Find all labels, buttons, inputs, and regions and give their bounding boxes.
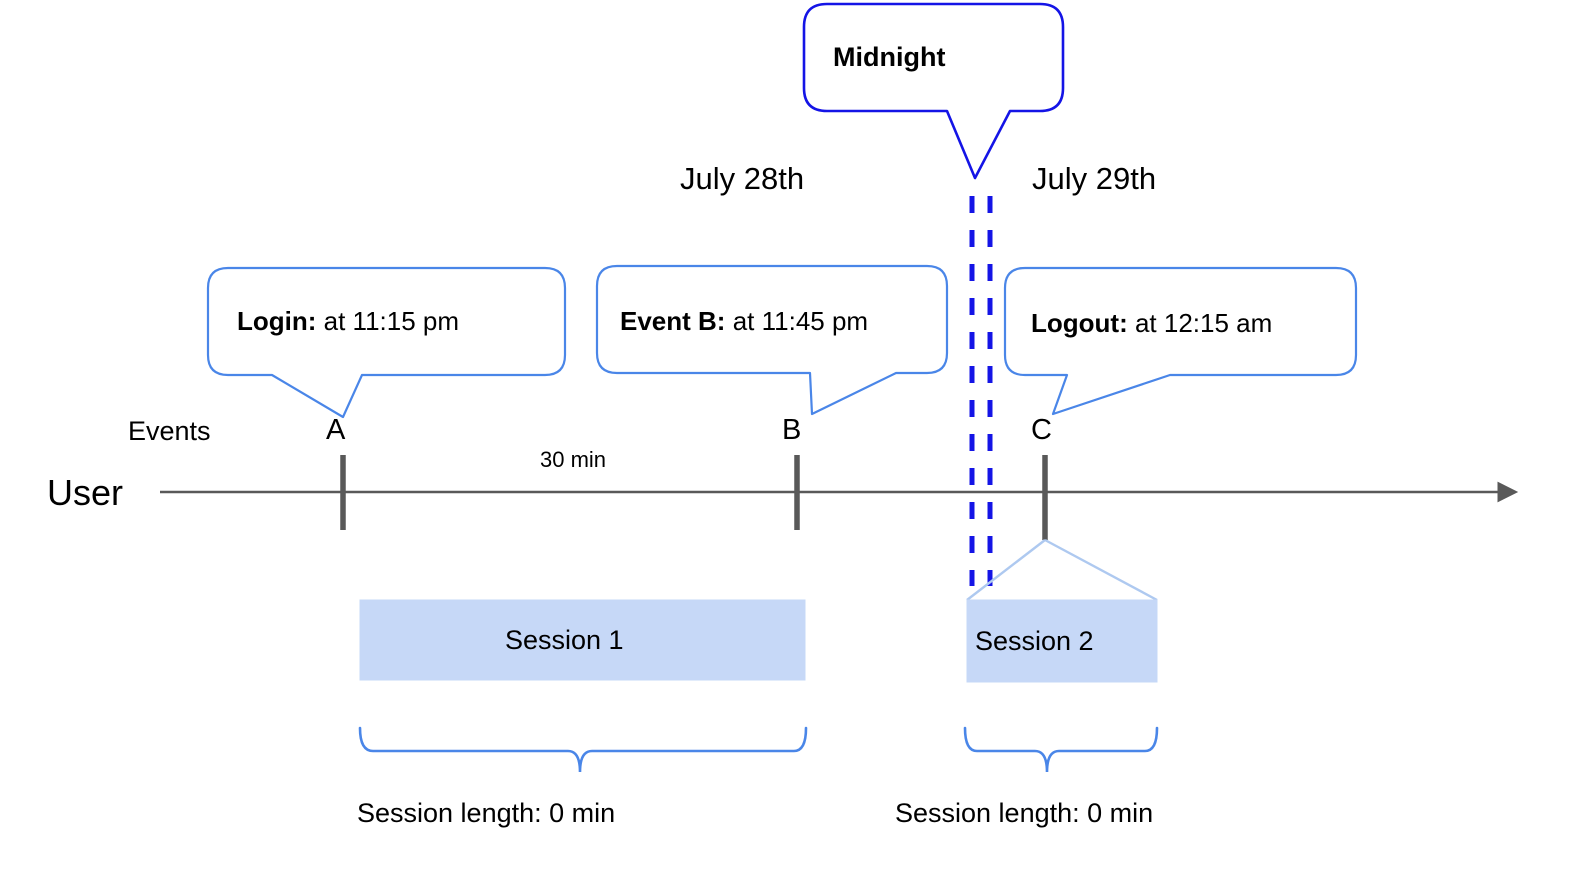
event-tick-marks: [340, 455, 1048, 540]
session-2-box: [966, 599, 1158, 683]
tick-label-b: B: [782, 414, 802, 446]
login-callout-strong: Login:: [237, 306, 317, 336]
login-callout-shape: [206, 266, 567, 419]
login-callout-text: Login: at 11:15 pm: [237, 308, 459, 334]
event-b-callout-shape: [595, 264, 949, 416]
midnight-callout-shape: [802, 2, 1065, 180]
logout-callout-shape: [1003, 266, 1358, 416]
user-row-label: User: [47, 472, 124, 513]
session-1-box: [359, 599, 806, 681]
day-label-left: July 28th: [680, 161, 805, 196]
day-label-right: July 29th: [1032, 161, 1157, 196]
midnight-dashed-lines: [969, 196, 993, 586]
midnight-callout-label: Midnight: [833, 42, 946, 72]
event-b-callout-strong: Event B:: [620, 306, 726, 336]
session-1-label: Session 1: [505, 625, 624, 655]
event-b-callout-text: Event B: at 11:45 pm: [620, 308, 868, 334]
event-b-callout-rest: at 11:45 pm: [725, 306, 869, 336]
logout-callout-text: Logout: at 12:15 am: [1031, 310, 1272, 336]
session-2-label: Session 2: [975, 626, 1094, 656]
tick-label-c: C: [1031, 414, 1052, 446]
session-boxes: [359, 599, 1158, 683]
events-row-label: Events: [128, 416, 211, 446]
session-1-length-label: Session length: 0 min: [357, 798, 616, 828]
session-2-length-label: Session length: 0 min: [895, 798, 1154, 828]
logout-callout-strong: Logout:: [1031, 308, 1128, 338]
tick-label-a: A: [326, 414, 346, 446]
session-2-brace: [963, 726, 1159, 773]
login-callout-rest: at 11:15 pm: [316, 306, 460, 336]
session-1-brace: [358, 726, 808, 773]
duration-label-30min: 30 min: [540, 447, 607, 472]
logout-callout-rest: at 12:15 am: [1127, 308, 1273, 338]
session-2-guide-lines: [966, 538, 1158, 602]
